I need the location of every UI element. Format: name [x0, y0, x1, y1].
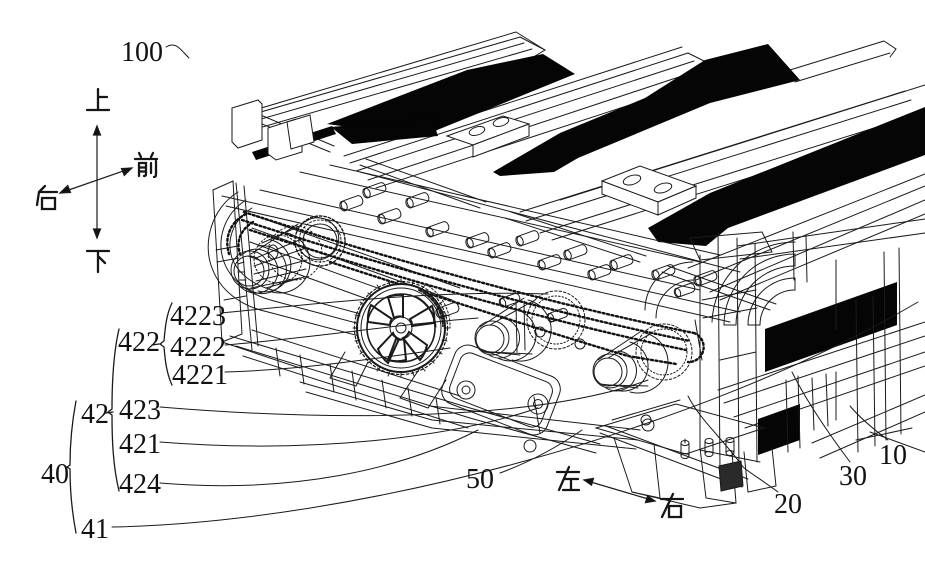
svg-text:4222: 4222 — [170, 332, 226, 363]
svg-text:423: 423 — [119, 395, 161, 426]
svg-text:50: 50 — [466, 464, 494, 495]
svg-text:20: 20 — [774, 489, 802, 520]
svg-text:42: 42 — [81, 399, 109, 430]
svg-text:30: 30 — [839, 461, 867, 492]
svg-text:424: 424 — [119, 469, 161, 500]
svg-text:4223: 4223 — [170, 301, 226, 332]
svg-text:40: 40 — [41, 459, 69, 490]
svg-text:422: 422 — [118, 327, 160, 358]
svg-text:100: 100 — [121, 37, 163, 68]
svg-text:4221: 4221 — [172, 360, 228, 391]
svg-text:41: 41 — [81, 514, 109, 545]
svg-text:10: 10 — [879, 440, 907, 471]
svg-text:421: 421 — [119, 429, 161, 460]
